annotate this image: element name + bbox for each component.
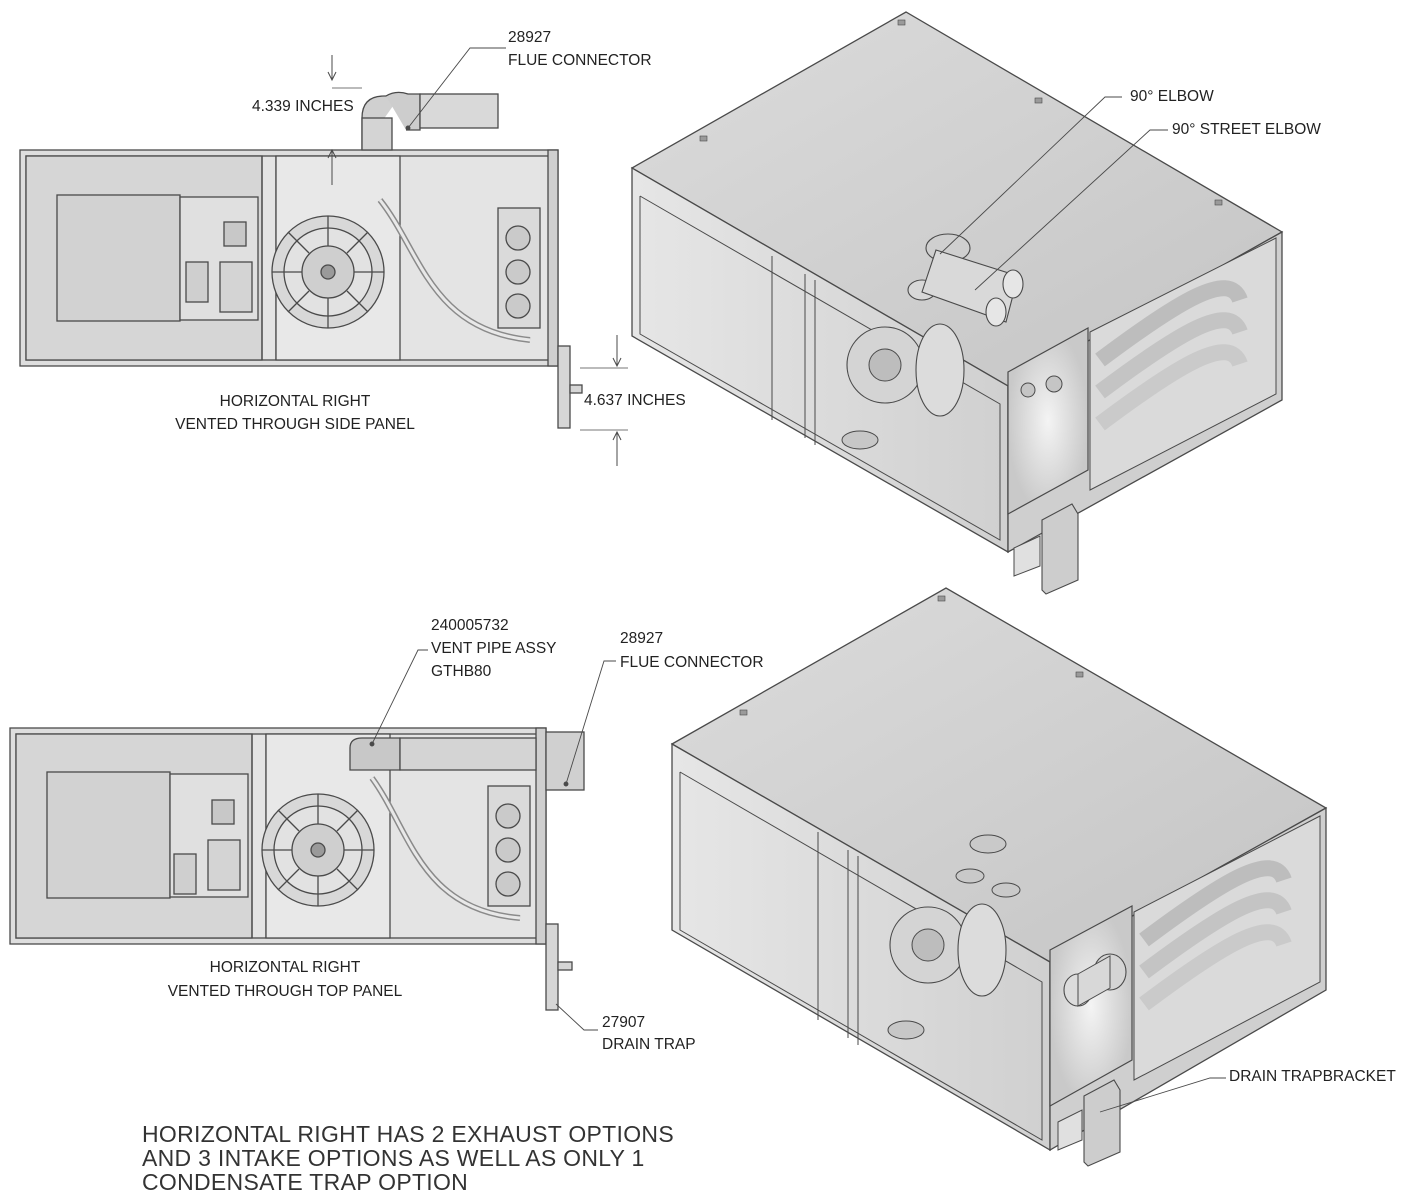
caption-side-line1: HORIZONTAL RIGHT bbox=[219, 393, 371, 410]
elbow-label: 90° ELBOW bbox=[1130, 88, 1214, 105]
top-view-side-panel bbox=[19, 47, 628, 466]
iso-view-side-panel bbox=[630, 11, 1284, 595]
dimension-side-label: 4.637 INCHES bbox=[584, 392, 686, 409]
street-elbow-label: 90° STREET ELBOW bbox=[1172, 121, 1321, 138]
caption-side-line2: VENTED THROUGH SIDE PANEL bbox=[175, 416, 415, 433]
dimension-top-label: 4.339 INCHES bbox=[252, 98, 354, 115]
vent-pipe-part-number: 240005732 bbox=[431, 617, 509, 634]
drain-trap-part-number: 27907 bbox=[602, 1014, 646, 1031]
iso-view-top-panel bbox=[670, 587, 1328, 1167]
drain-trap-part-name: DRAIN TRAP bbox=[602, 1036, 696, 1053]
exhaust-options-note: HORIZONTAL RIGHT HAS 2 EXHAUST OPTIONS A… bbox=[142, 1122, 674, 1194]
flue-connector-part-name-2: FLUE CONNECTOR bbox=[620, 654, 764, 671]
vent-pipe-part-name: VENT PIPE ASSY bbox=[431, 640, 557, 657]
drain-trap-bracket-label: DRAIN TRAPBRACKET bbox=[1229, 1068, 1396, 1085]
top-view-top-panel bbox=[9, 649, 616, 1031]
caption-top-line2: VENTED THROUGH TOP PANEL bbox=[167, 983, 403, 1000]
note-line-1: HORIZONTAL RIGHT HAS 2 EXHAUST OPTIONS bbox=[142, 1121, 674, 1147]
flue-connector-part-number-2: 28927 bbox=[620, 630, 664, 647]
vent-pipe-model: GTHB80 bbox=[431, 663, 492, 680]
note-line-3: CONDENSATE TRAP OPTION bbox=[142, 1169, 469, 1195]
note-line-2: AND 3 INTAKE OPTIONS AS WELL AS ONLY 1 bbox=[142, 1145, 645, 1171]
caption-top-line1: HORIZONTAL RIGHT bbox=[209, 959, 361, 976]
flue-connector-part-name-1: FLUE CONNECTOR bbox=[508, 52, 652, 69]
flue-connector-part-number-1: 28927 bbox=[508, 29, 552, 46]
